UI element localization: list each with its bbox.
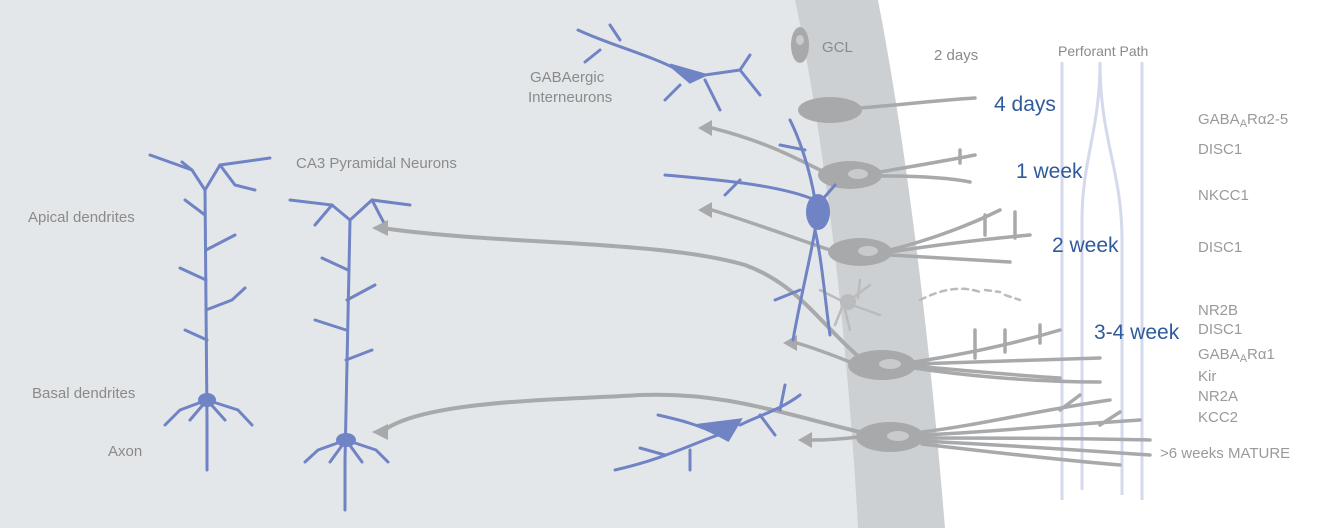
marker-disc1-b: DISC1 xyxy=(1198,240,1242,255)
ca3-pyramidal-neurons-label: CA3 Pyramidal Neurons xyxy=(296,156,457,171)
perforant-path-label: Perforant Path xyxy=(1058,44,1148,58)
stage-mature: >6 weeks MATURE xyxy=(1160,446,1290,461)
perforant-path-fibers xyxy=(1062,62,1142,500)
marker-disc1-c: DISC1 xyxy=(1198,322,1242,337)
marker-gabaa-a2-5: GABAARα2-5 xyxy=(1198,112,1288,130)
stage-4-days: 4 days xyxy=(994,94,1056,115)
marker-nr2a: NR2A xyxy=(1198,389,1238,404)
marker-gabaa-a1: GABAARα1 xyxy=(1198,347,1275,365)
marker-kcc2: KCC2 xyxy=(1198,410,1238,425)
marker-kir: Kir xyxy=(1198,369,1216,384)
basal-dendrites-label: Basal dendrites xyxy=(32,386,135,401)
axon-label: Axon xyxy=(108,444,142,459)
apical-dendrites-label: Apical dendrites xyxy=(28,210,135,225)
gabaergic-interneurons-label-line1: GABAergic xyxy=(530,70,604,85)
stage-2-week: 2 week xyxy=(1052,235,1119,256)
marker-disc1-a: DISC1 xyxy=(1198,142,1242,157)
marker-nr2b: NR2B xyxy=(1198,303,1238,318)
stage-3-4-week: 3-4 week xyxy=(1094,322,1179,343)
gcl-label: GCL xyxy=(822,40,853,55)
two-days-label: 2 days xyxy=(934,48,978,63)
marker-nkcc1: NKCC1 xyxy=(1198,188,1249,203)
gabaergic-interneurons-label-line2: Interneurons xyxy=(528,90,612,105)
stage-1-week: 1 week xyxy=(1016,161,1083,182)
